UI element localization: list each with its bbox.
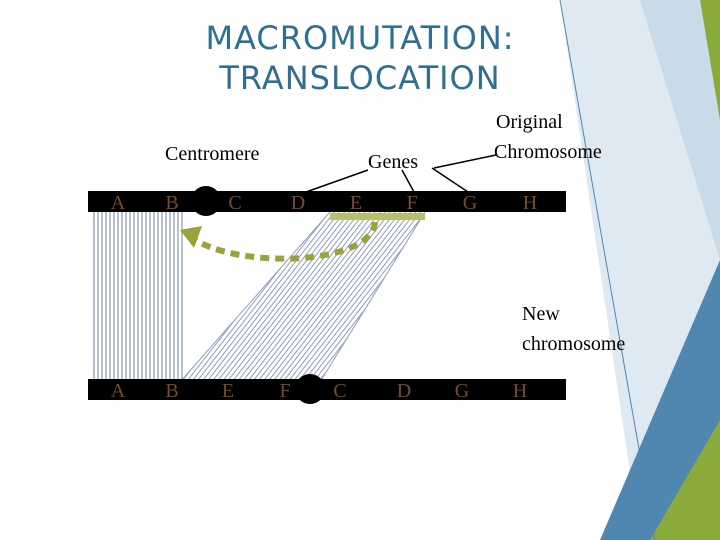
original-label-line2: Chromosome [494,141,602,163]
new-label-line2: chromosome [522,333,625,355]
original-centromere [191,186,221,216]
new-gene-b: B [165,380,178,402]
original-gene-f: F [406,192,417,214]
original-chromosome-bar [88,191,566,212]
new-gene-d: D [397,380,411,402]
slide-decoration [560,0,720,540]
original-pointer [434,155,496,168]
retained-segment-mapping [92,212,184,382]
new-gene-a: A [111,380,126,402]
new-gene-c: C [333,380,346,402]
original-gene-g: G [463,192,477,214]
translocated-segment-marker [330,213,425,220]
translocation-path [180,212,425,382]
new-centromere [295,374,325,404]
original-gene-a: A [111,192,126,214]
new-label-line1: New [522,303,560,325]
original-gene-h: H [523,192,537,214]
original-label-line1: Original [496,111,563,133]
new-gene-f: F [279,380,290,402]
original-gene-e: E [350,192,362,214]
new-chromosome-bar [88,379,566,400]
new-gene-g: G [455,380,469,402]
new-gene-h: H [513,380,527,402]
genes-label: Genes [368,151,418,173]
original-gene-d: D [291,192,305,214]
original-gene-c: C [228,192,241,214]
original-gene-b: B [165,192,178,214]
centromere-label: Centromere [165,143,260,165]
new-gene-e: E [222,380,234,402]
